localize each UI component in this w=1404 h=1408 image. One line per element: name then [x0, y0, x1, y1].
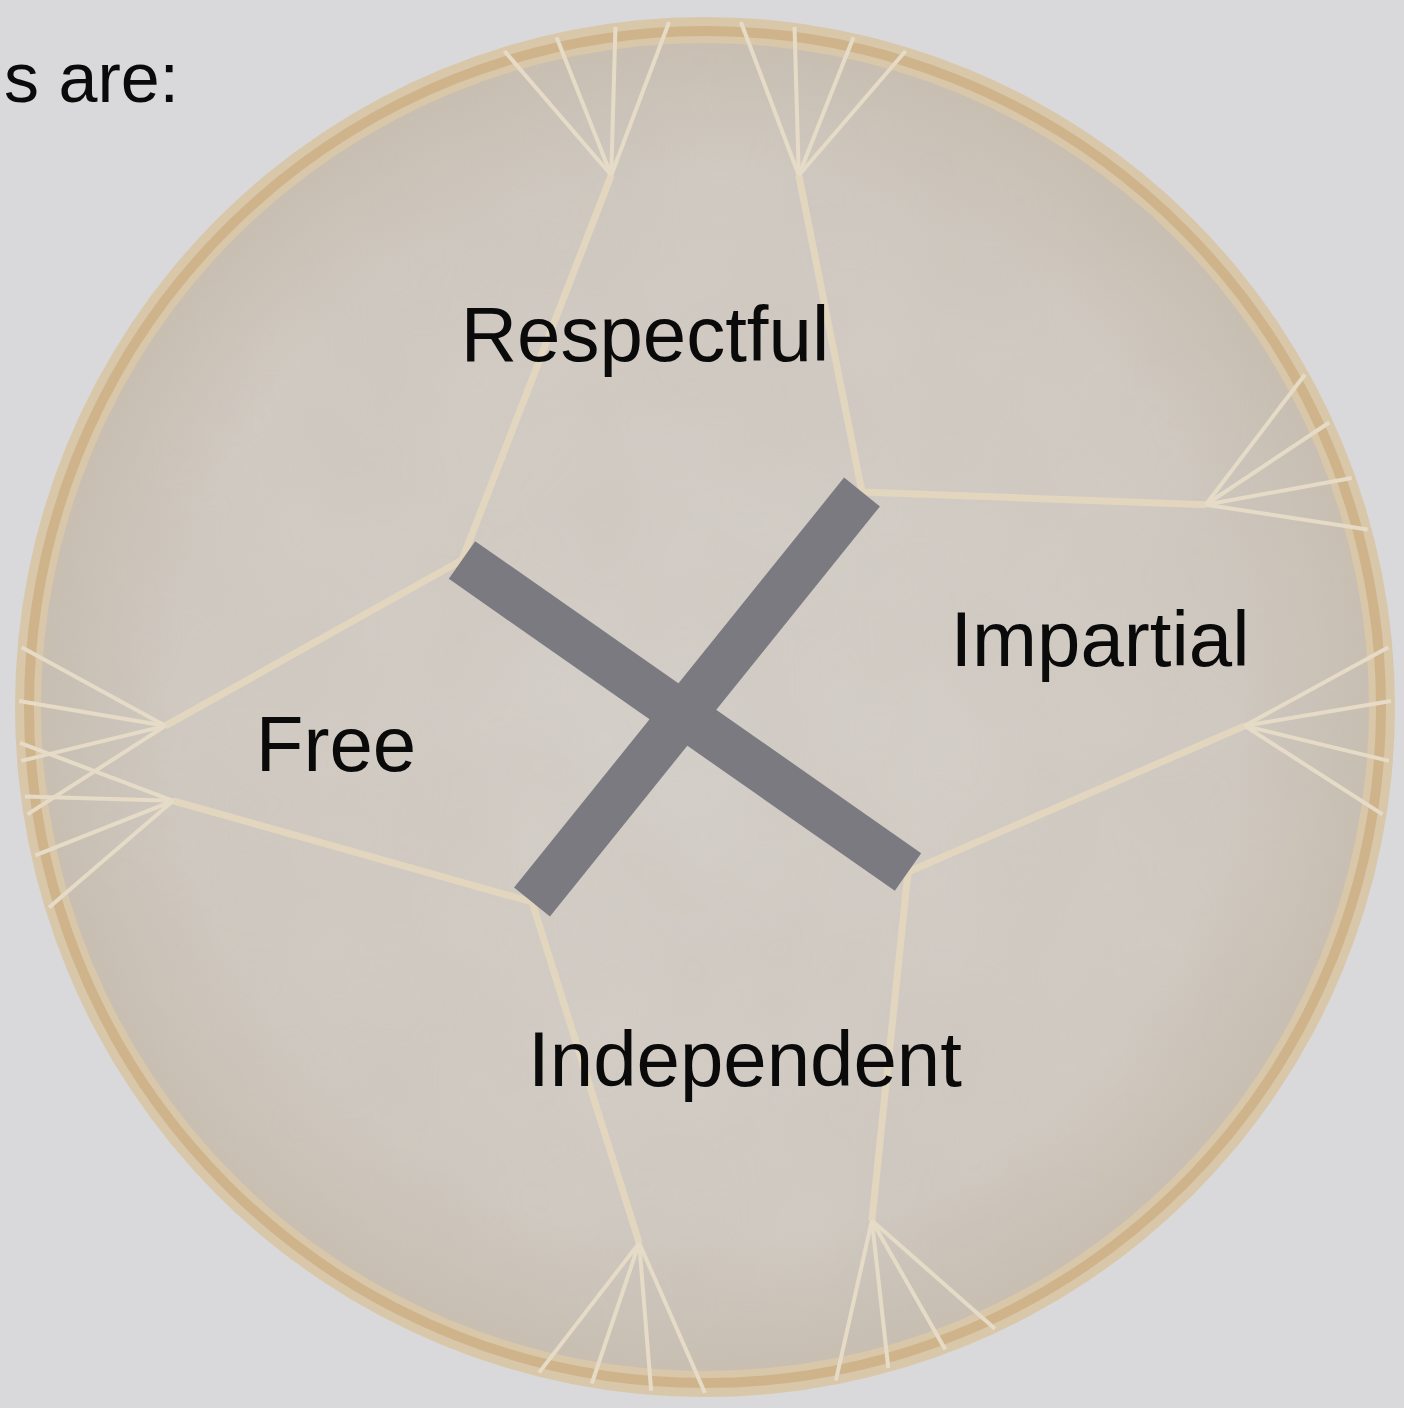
- lacing-cord: [836, 1221, 872, 1381]
- lacing-cord: [165, 560, 462, 726]
- lacing-cord: [1206, 505, 1368, 530]
- lacing-cord: [21, 726, 165, 761]
- drum-rim-band: [29, 31, 1381, 1383]
- lacing-cord: [611, 22, 669, 175]
- lacing-cord: [639, 1243, 705, 1393]
- lacing-cord: [1206, 478, 1352, 505]
- lacing-cord: [20, 743, 173, 801]
- value-word: Respectful: [461, 292, 830, 378]
- lacing-cord: [1245, 726, 1383, 814]
- lacing-cord: [741, 22, 799, 175]
- lacing-cord: [49, 801, 173, 908]
- lacing-cord: [1245, 726, 1389, 761]
- value-word: Impartial: [950, 597, 1249, 683]
- lacing-cord: [173, 801, 532, 902]
- value-word: Free: [256, 702, 416, 788]
- heading-fragment: s are:: [4, 40, 179, 117]
- lacing-cord: [539, 1243, 639, 1373]
- lacing-cord: [504, 51, 611, 175]
- cross-binding-arm: [532, 492, 862, 902]
- lacing-cord: [1245, 701, 1391, 726]
- lacing-cord: [25, 797, 173, 801]
- lacing-cord: [592, 1243, 639, 1384]
- lacing-cord: [35, 801, 173, 856]
- lacing-cord: [611, 27, 615, 175]
- drum-face: [15, 17, 1395, 1397]
- lacing-cord: [799, 51, 906, 175]
- lacing-cord: [872, 1221, 888, 1368]
- lacing-cord: [22, 647, 166, 726]
- lacing-cord: [908, 726, 1245, 872]
- drum-skin: [41, 43, 1369, 1371]
- drum-rim: [15, 17, 1395, 1397]
- lacing-cord: [639, 1243, 651, 1391]
- lacing-cord: [799, 37, 854, 175]
- lacing-cord: [795, 27, 799, 175]
- drum-skin-texture: [41, 43, 1369, 1371]
- value-word: Independent: [528, 1017, 962, 1103]
- cross-binding: [462, 492, 908, 902]
- lacing-cord: [862, 492, 1206, 505]
- lacing-cord: [557, 37, 612, 175]
- lacing-cord: [872, 1221, 995, 1329]
- lacing-cord: [1206, 374, 1305, 504]
- lacing: [19, 22, 1391, 1393]
